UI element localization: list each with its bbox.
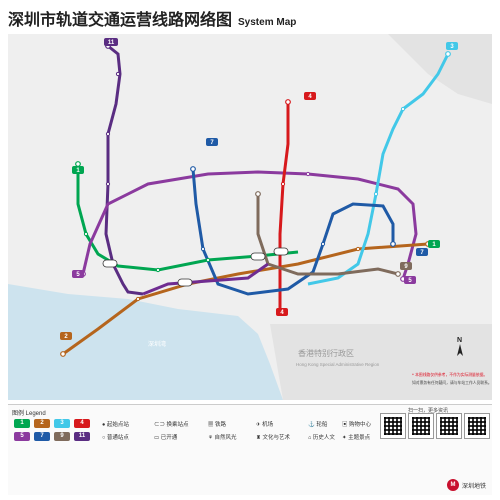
start-station-icon: ●	[102, 422, 106, 428]
legend-title: 图例 Legend	[12, 411, 46, 417]
railway-icon: ▦	[208, 422, 214, 428]
metro-map[interactable]: 香港特别行政区 Hong Kong Special Administrative…	[8, 34, 492, 400]
svg-text:11: 11	[108, 40, 115, 46]
shenzhen-metro-logo-icon: M	[446, 479, 459, 491]
svg-text:9: 9	[404, 264, 408, 270]
qr-code-4[interactable]	[464, 413, 490, 439]
legend-normal-station: ○ 普通站点	[102, 435, 129, 441]
legend-line-7: 7	[34, 432, 50, 441]
normal-station-icon: ○	[102, 435, 106, 441]
qr-code-2[interactable]	[408, 413, 434, 439]
line-5-path	[81, 170, 418, 280]
hk-label-en: Hong Kong Special Administrative Region	[296, 362, 380, 367]
legend-panel: 图例 Legend 1 2 3 4 5 7 9 11 ● 起始点站 ○ 普通站点…	[8, 404, 492, 495]
history-icon: ⌂	[308, 435, 312, 441]
sea-label: 深圳湾	[148, 340, 166, 348]
legend-airport: ✈ 机场	[256, 422, 274, 428]
map-title: 深圳市轨道交通运营线路网络图	[8, 10, 233, 29]
opened-icon: ▭	[154, 435, 160, 441]
qr-code-3[interactable]	[436, 413, 462, 439]
map-canvas[interactable]: 香港特别行政区 Hong Kong Special Administrative…	[8, 34, 492, 400]
svg-text:1: 1	[76, 168, 80, 174]
brand-block: M 深圳地铁	[446, 479, 486, 491]
line-3-path	[307, 53, 450, 286]
line-1-path	[76, 164, 299, 272]
map-subtitle: System Map	[238, 17, 297, 28]
brand-name: 深圳地铁	[461, 482, 486, 490]
legend-railway: ▦ 铁路	[208, 422, 227, 428]
line-11b-path	[142, 262, 269, 296]
hk-region	[270, 324, 492, 400]
interchange-icon: ⊂⊃	[154, 422, 166, 428]
line-4-path	[278, 102, 290, 312]
legend-line-9: 9	[54, 432, 70, 441]
legend-nature: ⚘ 自然风光	[208, 435, 237, 441]
title-bar: 深圳市轨道交通运营线路网络图 System Map	[8, 6, 297, 29]
svg-text:7: 7	[420, 250, 424, 256]
compass-icon: N	[457, 337, 463, 356]
legend-start-station: ● 起始点站	[102, 422, 129, 428]
ferry-icon: ⚓	[308, 422, 315, 428]
legend-line-2: 2	[34, 419, 50, 428]
nature-icon: ⚘	[208, 435, 213, 441]
svg-text:5: 5	[408, 278, 412, 284]
legend-line-4: 4	[74, 419, 90, 428]
legend-line-3: 3	[54, 419, 70, 428]
svg-text:N: N	[457, 337, 462, 344]
svg-text:7: 7	[210, 140, 214, 146]
legend-theme: ✦ 主题景点	[342, 435, 371, 441]
legend-opened: ▭ 已开通	[154, 435, 178, 441]
legend-shopping: ▣ 购物中心	[342, 422, 372, 428]
legend-ferry: ⚓ 轮船	[308, 422, 328, 428]
line-9-path	[256, 194, 399, 276]
map-note-1: * 本图线路仅供参考，不作为实际测量依据。	[412, 372, 487, 377]
svg-text:4: 4	[280, 310, 284, 316]
line-7-path	[191, 168, 395, 296]
svg-text:1: 1	[432, 242, 436, 248]
map-line-badges: 11 4 3 7 1 5 2 4 1 5 7 9	[60, 38, 458, 340]
svg-text:4: 4	[308, 94, 312, 100]
theme-icon: ✦	[342, 435, 347, 441]
svg-text:2: 2	[64, 334, 68, 340]
map-note-2: 如对票务有任何疑问，请与车站工作人员联系。	[412, 380, 492, 385]
legend-line-1: 1	[14, 419, 30, 428]
qr-caption: 扫一扫，更多资讯	[408, 408, 449, 414]
legend-interchange: ⊂⊃ 换乘站点	[154, 422, 189, 428]
legend-art: ♜ 文化与艺术	[256, 435, 290, 441]
art-icon: ♜	[256, 435, 261, 441]
hk-label-zh: 香港特别行政区	[298, 348, 354, 358]
legend-line-11: 11	[74, 432, 90, 441]
legend-history: ⌂ 历史人文	[308, 435, 335, 441]
legend-line-5: 5	[14, 432, 30, 441]
svg-text:5: 5	[76, 272, 80, 278]
line-11-path	[104, 44, 144, 296]
line-2-path	[62, 242, 429, 356]
sea-area	[8, 284, 283, 400]
shopping-icon: ▣	[342, 422, 348, 428]
qr-code-1[interactable]	[380, 413, 406, 439]
svg-text:3: 3	[450, 44, 454, 50]
airport-icon: ✈	[256, 422, 261, 428]
